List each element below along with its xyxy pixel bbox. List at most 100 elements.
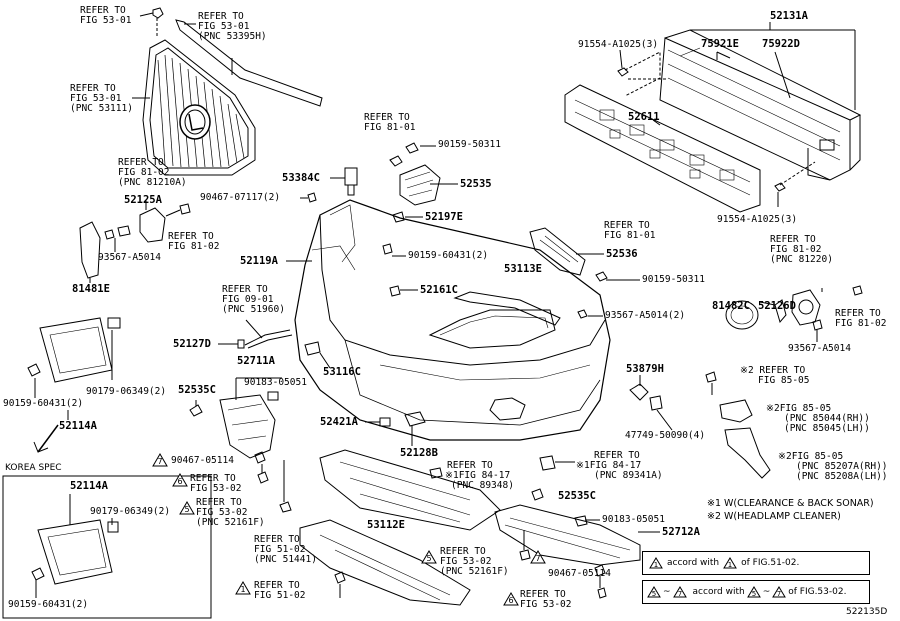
- svg-text:1: 1: [728, 561, 732, 569]
- hose-drawing: [244, 329, 293, 349]
- refer-fig-84-17-a[interactable]: REFER TO ※1FIG 84-17 (PNC 89348): [445, 460, 514, 491]
- svg-text:5: 5: [184, 505, 189, 514]
- marker-2: ※2: [778, 451, 792, 462]
- part-52421a[interactable]: 52421A: [320, 416, 358, 428]
- part-90467-05114-left[interactable]: 90467-05114: [171, 455, 234, 466]
- svg-text:7: 7: [777, 590, 781, 598]
- part-52119a[interactable]: 52119A: [240, 255, 278, 267]
- triangle-7-icon: 7: [772, 586, 787, 598]
- part-90159-50311-right[interactable]: 90159-50311: [642, 274, 705, 285]
- marker-2: ※2: [740, 365, 754, 376]
- part-90467-07117[interactable]: 90467-07117(2): [200, 192, 281, 203]
- part-75921e[interactable]: 75921E: [701, 38, 739, 50]
- part-52197e[interactable]: 52197E: [425, 211, 463, 223]
- legend-box-2: 5 ~ 7 accord with 5 ~ 7 of FIG.53-02.: [642, 580, 870, 604]
- part-52114a-korea[interactable]: 52114A: [70, 480, 108, 492]
- part-53879h[interactable]: 53879H: [626, 363, 664, 375]
- part-52535c-left[interactable]: 52535C: [178, 384, 216, 396]
- svg-text:6: 6: [177, 477, 182, 486]
- triangle-6-icon: 6: [503, 592, 519, 606]
- part-90179-06349-korea[interactable]: 90179-06349(2): [90, 506, 171, 517]
- part-52536[interactable]: 52536: [606, 248, 638, 260]
- part-52125a[interactable]: 52125A: [124, 194, 162, 206]
- part-53112e[interactable]: 53112E: [367, 519, 405, 531]
- part-52127d[interactable]: 52127D: [173, 338, 211, 350]
- part-52114a[interactable]: 52114A: [59, 420, 97, 432]
- part-93567-a5014-2[interactable]: 93567-A5014(2): [605, 310, 686, 321]
- part-90183-05051-right[interactable]: 90183-05051: [602, 514, 665, 525]
- part-91554-a1025[interactable]: 91554-A1025(3): [578, 39, 659, 50]
- bumper-grille-53113e-drawing: [453, 291, 561, 326]
- part-93567-a5014[interactable]: 93567-A5014: [98, 252, 161, 263]
- svg-text:7: 7: [677, 590, 681, 598]
- part-52712a[interactable]: 52712A: [662, 526, 700, 538]
- energy-absorber-drawing: [564, 84, 761, 213]
- footnote-1: ※1 W(CLEARANCE & BACK SONAR): [707, 498, 874, 509]
- part-91554-a1025-lower[interactable]: 91554-A1025(3): [717, 214, 798, 225]
- refer-fig-85-05-b[interactable]: ※2FIG 85-05 (PNC 85044(RH)) (PNC 85045(L…: [766, 403, 870, 434]
- triangle-5-icon: 5: [647, 586, 661, 598]
- part-53116c[interactable]: 53116C: [323, 366, 361, 378]
- part-52161c[interactable]: 52161C: [420, 284, 458, 296]
- korea-spec-label: KOREA SPEC: [5, 463, 62, 473]
- triangle-7-icon: 7: [152, 453, 168, 467]
- part-90179-06349[interactable]: 90179-06349(2): [86, 386, 167, 397]
- refer-fig-85-05-c[interactable]: ※2FIG 85-05 (PNC 85207A(RH)) (PNC 85208A…: [778, 451, 888, 482]
- part-75922d[interactable]: 75922D: [762, 38, 800, 50]
- part-53384c[interactable]: 53384C: [282, 172, 320, 184]
- lower-bracket-52711a-drawing: [219, 394, 276, 459]
- part-90183-05051[interactable]: 90183-05051: [244, 377, 307, 388]
- svg-text:5: 5: [426, 554, 431, 563]
- part-52128b[interactable]: 52128B: [400, 447, 438, 459]
- part-52611[interactable]: 52611: [628, 111, 660, 123]
- marker-1: ※1: [445, 470, 459, 481]
- part-90467-05114-right[interactable]: 90467-05114: [548, 568, 611, 579]
- grille-molding-drawing: [175, 19, 323, 107]
- part-52131a[interactable]: 52131A: [770, 10, 808, 22]
- footnote-2: ※2 W(HEADLAMP CLEANER): [707, 511, 841, 522]
- part-81481e[interactable]: 81481E: [72, 283, 110, 295]
- triangle-7-icon: 7: [530, 550, 546, 564]
- grille-drawing: [142, 39, 256, 176]
- bumper-reinforcement-drawing: [659, 29, 862, 181]
- part-81482c[interactable]: 81482C: [712, 300, 750, 312]
- part-90159-60431-left[interactable]: 90159-60431(2): [3, 398, 84, 409]
- part-52535[interactable]: 52535: [460, 178, 492, 190]
- refer-fig-85-05-a[interactable]: ※2 REFER TO FIG 85-05: [740, 365, 810, 386]
- part-93567-a5014-right[interactable]: 93567-A5014: [788, 343, 851, 354]
- refer-fig-84-17-b[interactable]: REFER TO ※1FIG 84-17 (PNC 89341A): [576, 450, 663, 481]
- part-52711a[interactable]: 52711A: [237, 355, 275, 367]
- part-52535c-right[interactable]: 52535C: [558, 490, 596, 502]
- part-53113e[interactable]: 53113E: [504, 263, 542, 275]
- triangle-1-icon: 1: [649, 557, 663, 569]
- triangle-1-icon: 1: [235, 581, 251, 595]
- fog-lamp-drawing: [725, 300, 759, 330]
- part-52126d[interactable]: 52126D: [758, 300, 796, 312]
- part-90159-50311[interactable]: 90159-50311: [438, 139, 501, 150]
- lower-lip-52712a-drawing: [494, 504, 641, 566]
- part-90159-60431-korea[interactable]: 90159-60431(2): [8, 599, 89, 610]
- undercover-53112e-drawing: [319, 449, 501, 531]
- svg-text:7: 7: [157, 457, 162, 466]
- part-90159-60431[interactable]: 90159-60431(2): [408, 250, 489, 261]
- bracket-53384c-drawing: [344, 167, 358, 196]
- part-47749-50090[interactable]: 47749-50090(4): [625, 430, 706, 441]
